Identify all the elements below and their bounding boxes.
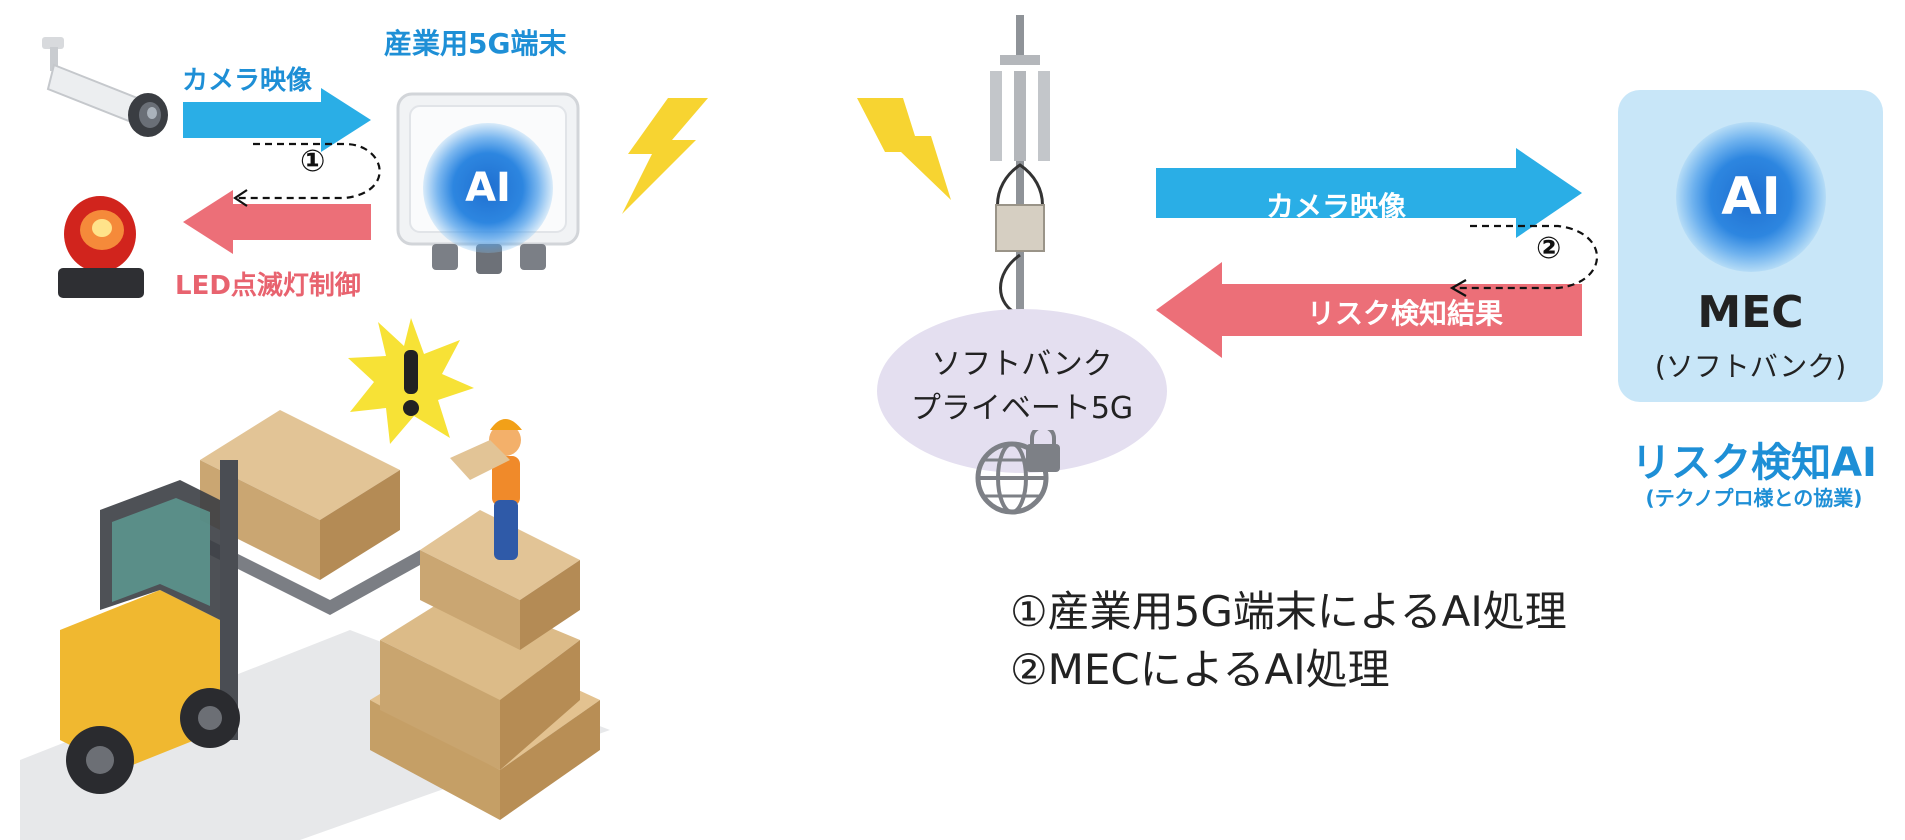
- loop-1-dashed-path: [233, 142, 381, 207]
- risk-result-arrow: [1156, 262, 1582, 358]
- risk-result-label: リスク検知結果: [1306, 297, 1503, 330]
- led-control-label: LED点滅灯制御: [175, 271, 361, 301]
- camera-feed-arrow: [183, 88, 371, 152]
- mec-subtitle: (ソフトバンク): [1654, 350, 1847, 383]
- private-5g-cloud: [877, 309, 1167, 473]
- private-5g-line2: プライベート5G: [910, 391, 1134, 426]
- device-ai-badge: AI: [423, 123, 553, 253]
- device-title: 産業用5G端末: [384, 27, 567, 60]
- globe-lock-icon: [975, 430, 1060, 515]
- camera-feed-to-mec-arrow: [1156, 148, 1582, 238]
- mec-ai-label: AI: [1721, 167, 1781, 227]
- loop-1-number: ①: [300, 144, 326, 179]
- note-line-1: ①産業用5G端末によるAI処理: [1010, 587, 1567, 636]
- led-control-arrow: [183, 190, 371, 254]
- loop-2-dashed-path: [1449, 224, 1598, 297]
- mec-title: MEC: [1697, 287, 1804, 338]
- loop-2-number: ②: [1536, 231, 1562, 266]
- camera-feed-label: カメラ映像: [182, 66, 313, 96]
- lightning-to-antenna-icon: [857, 98, 951, 200]
- private-5g-line1: ソフトバンク: [931, 347, 1113, 382]
- warehouse-scene: [20, 410, 610, 840]
- mec-ai-badge: AI: [1676, 122, 1826, 272]
- note-line-2: ②MECによるAI処理: [1010, 645, 1390, 694]
- risk-ai-title: リスク検知AI: [1631, 440, 1877, 486]
- antenna-tower-icon: [990, 15, 1050, 331]
- risk-ai-subtitle: (テクノプロ様との協業): [1645, 486, 1863, 510]
- warning-icon: [348, 318, 474, 444]
- camera-feed-to-mec-label: カメラ映像: [1265, 190, 1406, 223]
- wireless-bolt-icon: [622, 98, 708, 214]
- device-ai-label: AI: [465, 165, 511, 211]
- private-5g-label: ソフトバンク プライベート5G: [874, 343, 1170, 431]
- led-lamp-icon: [58, 196, 144, 298]
- camera-icon: [42, 37, 168, 137]
